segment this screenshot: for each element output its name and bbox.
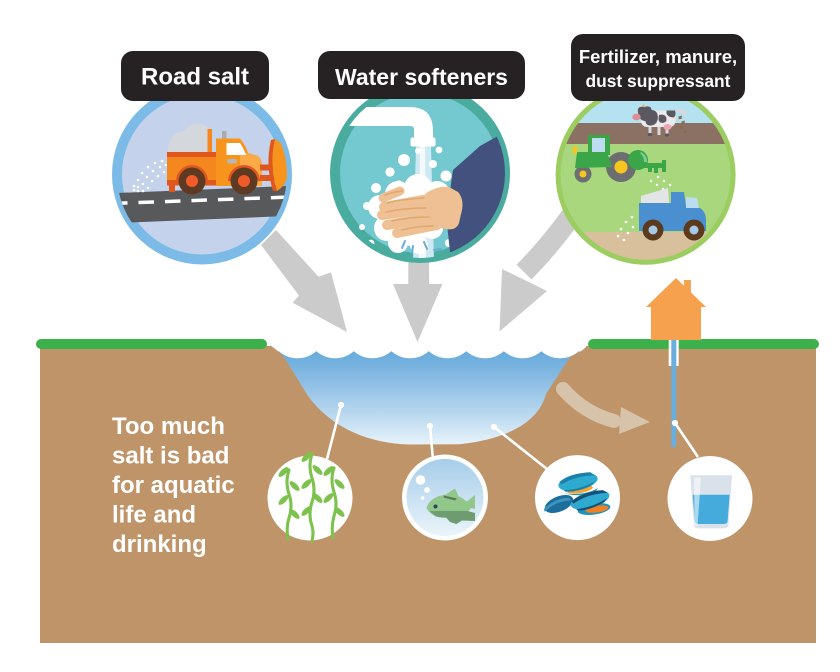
- svg-text:salt is bad: salt is bad: [112, 443, 229, 470]
- svg-text:Water softeners: Water softeners: [335, 64, 508, 90]
- svg-text:dust suppressant: dust suppressant: [586, 71, 731, 91]
- svg-text:Too much: Too much: [112, 413, 225, 440]
- svg-text:for aquatic: for aquatic: [112, 472, 235, 499]
- svg-text:Fertilizer, manure,: Fertilizer, manure,: [579, 46, 737, 67]
- svg-text:life and: life and: [112, 502, 196, 529]
- svg-text:Road salt: Road salt: [141, 64, 249, 91]
- svg-text:drinking: drinking: [112, 531, 207, 558]
